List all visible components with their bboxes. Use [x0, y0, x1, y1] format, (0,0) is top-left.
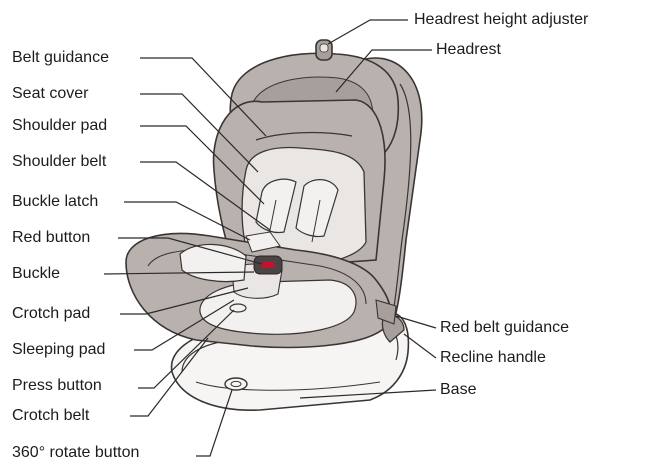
label-recline-handle: Recline handle: [440, 349, 546, 367]
label-headrest-height-adjuster: Headrest height adjuster: [414, 11, 588, 29]
label-base: Base: [440, 381, 476, 399]
label-press-button: Press button: [12, 377, 102, 395]
label-crotch-pad: Crotch pad: [12, 305, 90, 323]
red-button-shape[interactable]: [261, 262, 275, 268]
label-shoulder-belt: Shoulder belt: [12, 153, 106, 171]
label-buckle: Buckle: [12, 265, 60, 283]
adjuster-slot: [320, 44, 328, 52]
label-seat-cover: Seat cover: [12, 85, 88, 103]
label-red-button: Red button: [12, 229, 90, 247]
label-crotch-belt: Crotch belt: [12, 407, 89, 425]
label-headrest: Headrest: [436, 41, 501, 59]
rotate-button-icon[interactable]: [225, 378, 247, 390]
label-red-belt-guidance: Red belt guidance: [440, 319, 569, 337]
label-sleeping-pad: Sleeping pad: [12, 341, 105, 359]
leader-headrest-height-adjuster: [328, 20, 408, 44]
label-belt-guidance: Belt guidance: [12, 49, 109, 67]
label-buckle-latch: Buckle latch: [12, 193, 98, 211]
label-shoulder-pad: Shoulder pad: [12, 117, 107, 135]
label-rotate-button: 360° rotate button: [12, 444, 139, 462]
